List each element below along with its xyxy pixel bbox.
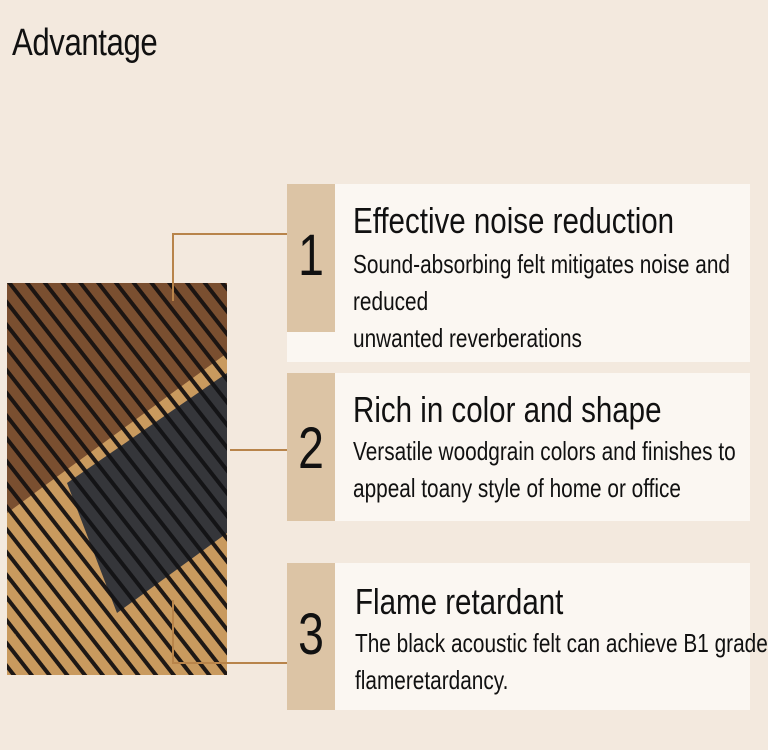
feature-number-box: 1 — [287, 184, 335, 332]
connector-line-1 — [172, 233, 287, 301]
connector-line-2 — [230, 449, 287, 451]
feature-card-noise-reduction: 1 Effective noise reduction Sound-absorb… — [287, 184, 750, 362]
page-title: Advantage — [12, 22, 158, 64]
feature-description-line: reduced — [353, 286, 429, 316]
feature-description: Versatile woodgrain colors and finishes … — [353, 433, 736, 507]
feature-description-line: The black acoustic felt can achieve B1 g… — [355, 628, 768, 658]
feature-number-box: 3 — [287, 563, 335, 710]
feature-number: 3 — [298, 602, 324, 667]
feature-description-line: flameretardancy. — [355, 665, 509, 695]
feature-card-color-shape: 2 Rich in color and shape Versatile wood… — [287, 373, 750, 521]
feature-number-box: 2 — [287, 373, 335, 521]
feature-heading: Effective noise reduction — [353, 200, 675, 241]
feature-description: The black acoustic felt can achieve B1 g… — [355, 625, 768, 699]
feature-description-line: unwanted reverberations — [353, 323, 582, 353]
acoustic-panel-slats-icon — [7, 283, 227, 675]
connector-line-3 — [172, 600, 287, 664]
feature-description-line: Sound-absorbing felt mitigates noise and — [353, 249, 730, 279]
feature-description-line: Versatile woodgrain colors and finishes … — [353, 436, 736, 466]
feature-description-line: appeal toany style of home or office — [353, 473, 681, 503]
feature-number: 2 — [298, 416, 324, 481]
feature-description: Sound-absorbing felt mitigates noise and… — [353, 246, 730, 357]
feature-card-flame-retardant: 3 Flame retardant The black acoustic fel… — [287, 563, 768, 710]
feature-number: 1 — [298, 223, 324, 288]
feature-heading: Flame retardant — [355, 581, 564, 622]
feature-heading: Rich in color and shape — [353, 389, 662, 430]
acoustic-panel-image — [7, 283, 227, 675]
